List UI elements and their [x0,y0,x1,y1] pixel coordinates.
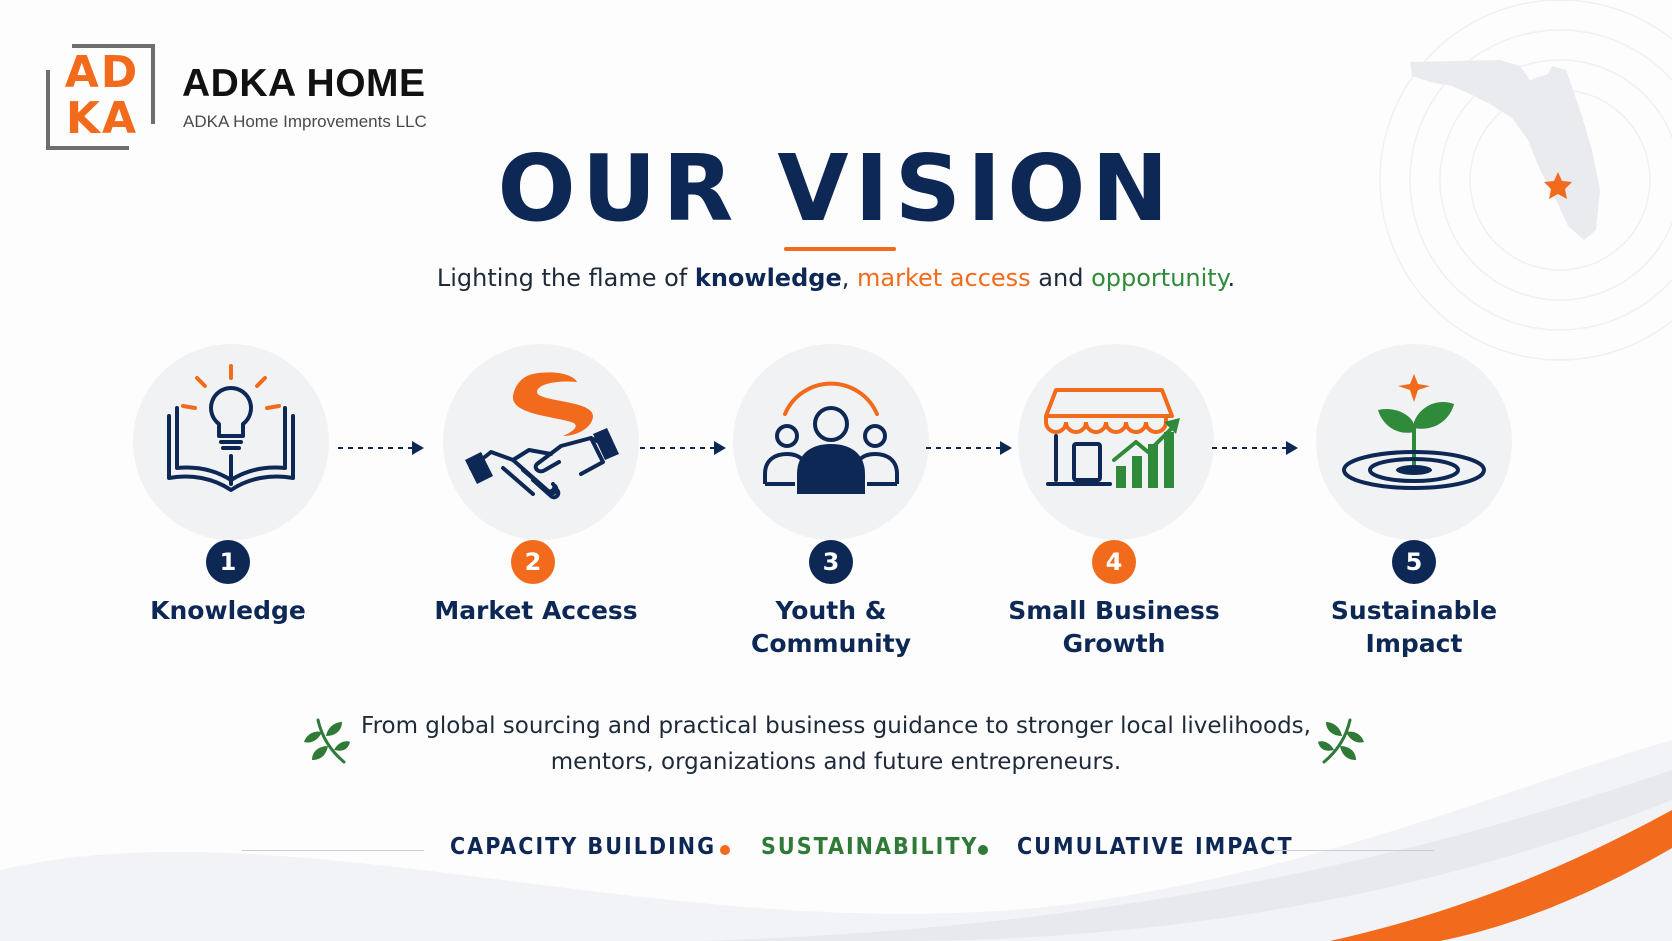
step-5-label-line-1: Sustainable [1330,596,1498,625]
step-3-label: Youth & Community [681,594,981,660]
step-4-badge: 4 [1092,540,1136,584]
sprout-icon [1342,374,1486,490]
step-5-label: Sustainable Impact [1264,594,1564,660]
pillars-rule-left [242,850,424,851]
pillar-capacity-building: CAPACITY BUILDING [450,834,717,860]
step-4-label-line-2: Growth [1062,629,1166,658]
storefront-growth-icon [1044,388,1180,488]
step-1-circle [133,344,329,540]
step-1-badge: 1 [206,540,250,584]
arrow-4-icon [1212,441,1298,455]
tagline-sep-1: , [841,264,857,292]
step-2-badge: 2 [511,540,555,584]
pillars-rule-right [1268,850,1434,851]
tagline: Lighting the flame of knowledge, market … [0,264,1672,292]
community-icon [763,381,899,494]
arrow-3-icon [926,441,1012,455]
step-1-label-line-1: Knowledge [150,596,306,625]
pillar-sustainability: SUSTAINABILITY [761,834,979,860]
step-4-label-line-1: Small Business [1008,596,1220,625]
description-line-1: From global sourcing and practical busin… [361,713,1311,739]
brand-name: ADKA HOME [182,62,426,105]
step-2-label-line-1: Market Access [434,596,638,625]
handshake-icon [465,372,619,500]
brand-subtitle: ADKA Home Improvements LLC [183,112,427,131]
step-1-label: Knowledge [78,594,378,627]
tagline-prefix: Lighting the flame of [436,264,695,292]
step-5-label-line-2: Impact [1365,629,1463,658]
pillar-cumulative-impact: CUMULATIVE IMPACT [1017,834,1294,860]
lightbulb-book-icon [167,364,295,492]
title-underline [784,247,896,251]
step-3-label-line-1: Youth & [775,596,887,625]
pillar-separator-2 [978,845,988,855]
tagline-suffix: . [1227,264,1236,292]
pillar-separator-1 [720,845,730,855]
description-line-2: mentors, organizations and future entrep… [550,749,1122,775]
tagline-knowledge: knowledge [694,264,842,292]
leaf-right-icon [1318,718,1364,764]
leaf-left-icon [304,718,350,764]
step-3-badge: 3 [809,540,853,584]
step-4-circle [1018,344,1214,540]
description: From global sourcing and practical busin… [330,708,1342,780]
pillars-row: CAPACITY BUILDING SUSTAINABILITY CUMULAT… [0,834,1672,868]
step-5-circle [1316,344,1512,540]
logo-line-2: KA [65,93,139,144]
location-star-icon [1544,172,1572,199]
step-5-badge: 5 [1392,540,1436,584]
step-2-circle [443,344,639,540]
tagline-sep-2: and [1030,264,1092,292]
tagline-market-access: market access [857,264,1031,292]
arrow-1-icon [338,441,424,455]
tagline-opportunity: opportunity [1091,264,1228,292]
logo-mark: AD KA [54,50,150,142]
florida-map-icon [1410,60,1600,240]
logo-line-1: AD [64,47,140,98]
page-title: OUR VISION [497,135,1175,242]
step-3-label-line-2: Community [750,629,912,658]
step-2-label: Market Access [386,594,686,627]
step-3-circle [733,344,929,540]
arrow-2-icon [640,441,726,455]
step-4-label: Small Business Growth [964,594,1264,660]
logo-frame [46,44,155,150]
